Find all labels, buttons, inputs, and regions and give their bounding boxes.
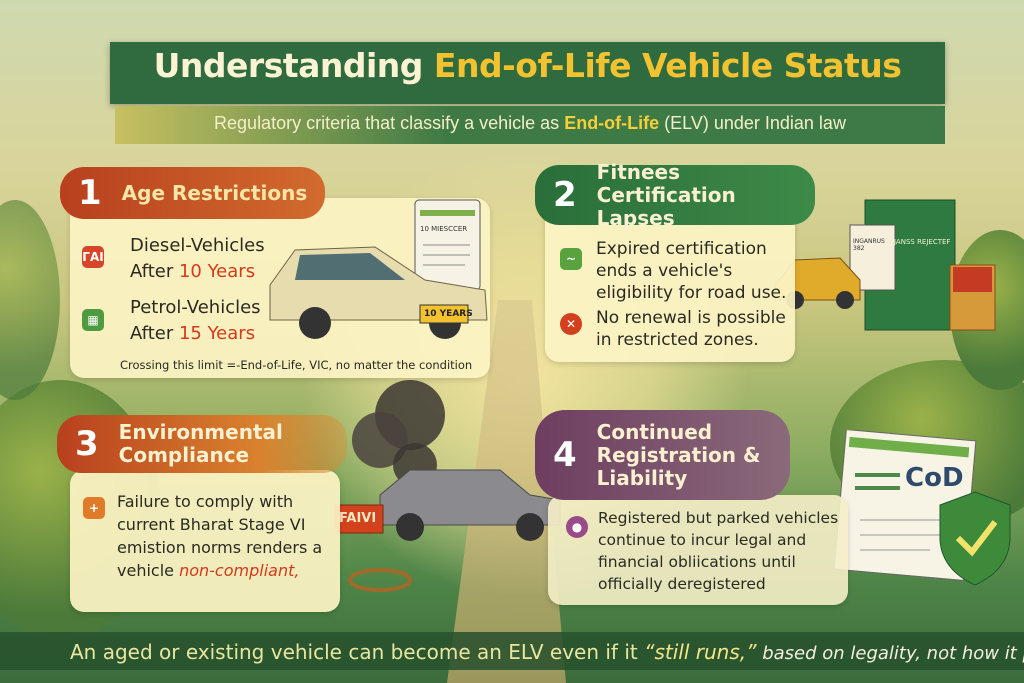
person-icon: ●: [566, 516, 588, 538]
card-fitness-certification: [545, 200, 795, 362]
item-label: Petrol-Vehicles: [130, 297, 261, 318]
item-label: Diesel-Vehicles: [130, 235, 265, 256]
footer-banner: [0, 632, 1024, 670]
page-title: Understanding End-of-Life Vehicle Status: [110, 46, 945, 85]
card-title-line: Registration &: [596, 442, 761, 467]
cod-label: CoD: [905, 463, 964, 493]
card-number: 2: [553, 175, 577, 215]
card-title-line: Compliance: [118, 443, 250, 467]
certificate-icon: ~: [560, 248, 582, 270]
card-title-line: Continued: [596, 419, 713, 444]
card-environmental-compliance: [70, 470, 340, 612]
item-years: 10 Years: [178, 261, 256, 282]
card-title-line: Certification Lapses: [596, 182, 736, 230]
card-title-line: Liability: [596, 465, 688, 490]
card-registration-liability: [548, 495, 848, 605]
footer-end: based on legality, not how it per: [756, 643, 1024, 664]
item-text: Failure to comply with current Bharat St…: [117, 492, 323, 580]
card-note: Crossing this limit =-End-of-Life, VIC, …: [120, 358, 473, 372]
card-number: 3: [75, 424, 99, 464]
fail-sign-text: FAIVI: [339, 511, 377, 526]
item-prefix: After: [130, 323, 179, 344]
item-text: Registered but parked vehicles continue …: [598, 509, 839, 593]
subtitle-text-end: (ELV) under Indian law: [659, 113, 846, 133]
tree-foliage: [0, 200, 60, 400]
card-title-line: Environmental: [118, 420, 283, 444]
item-highlight: non-compliant,: [179, 561, 300, 580]
cod-document-illustration: [833, 430, 1011, 586]
subtitle-banner: [115, 106, 945, 144]
footer-text: An aged or existing vehicle can become a…: [70, 640, 1024, 664]
title-banner: [110, 42, 945, 104]
shield-check-icon: [939, 491, 1011, 586]
item-text: Expired certification ends a vehicle's e…: [596, 239, 787, 303]
rejected-sign: PNJANSS REJECTEF: [884, 238, 951, 246]
card-number: 1: [78, 173, 102, 213]
poster-text: INGANRUS 382: [853, 238, 885, 252]
subtitle-highlight: End-of-Life: [564, 113, 660, 133]
petrol-icon: ▦: [82, 309, 104, 331]
diesel-icon: ΓAI: [82, 246, 104, 268]
subtitle: Regulatory criteria that classify a vehi…: [115, 113, 945, 134]
subtitle-text: Regulatory criteria that classify a vehi…: [214, 113, 565, 133]
no-renewal-icon: ✕: [560, 313, 582, 335]
title-highlight: End-of-Life Vehicle Status: [433, 46, 902, 85]
card-1-header: 1 Age Restrictions: [60, 167, 325, 219]
card-3-text: Failure to comply with current Bharat St…: [117, 490, 337, 582]
plus-icon: +: [83, 497, 105, 519]
license-plate: 10 YEARS: [424, 309, 473, 319]
card-title-line: Fitnees: [596, 159, 681, 184]
polluting-car-illustration: [334, 380, 561, 592]
item-text: No renewal is possible in restricted zon…: [596, 308, 786, 350]
item-years: 15 Years: [178, 323, 256, 344]
footer-quote: “still runs,”: [644, 640, 757, 664]
document-text: 10 MIESCCER: [420, 225, 468, 233]
footer-main: An aged or existing vehicle can become a…: [70, 640, 645, 664]
title-text: Understanding: [153, 46, 434, 85]
card-title: Age Restrictions: [121, 180, 308, 205]
car-illustration-age: [269, 199, 488, 339]
card-number: 4: [553, 435, 577, 475]
fail-sign: [334, 504, 384, 534]
item-prefix: After: [130, 261, 179, 282]
fitness-booth-illustration: [774, 199, 996, 331]
